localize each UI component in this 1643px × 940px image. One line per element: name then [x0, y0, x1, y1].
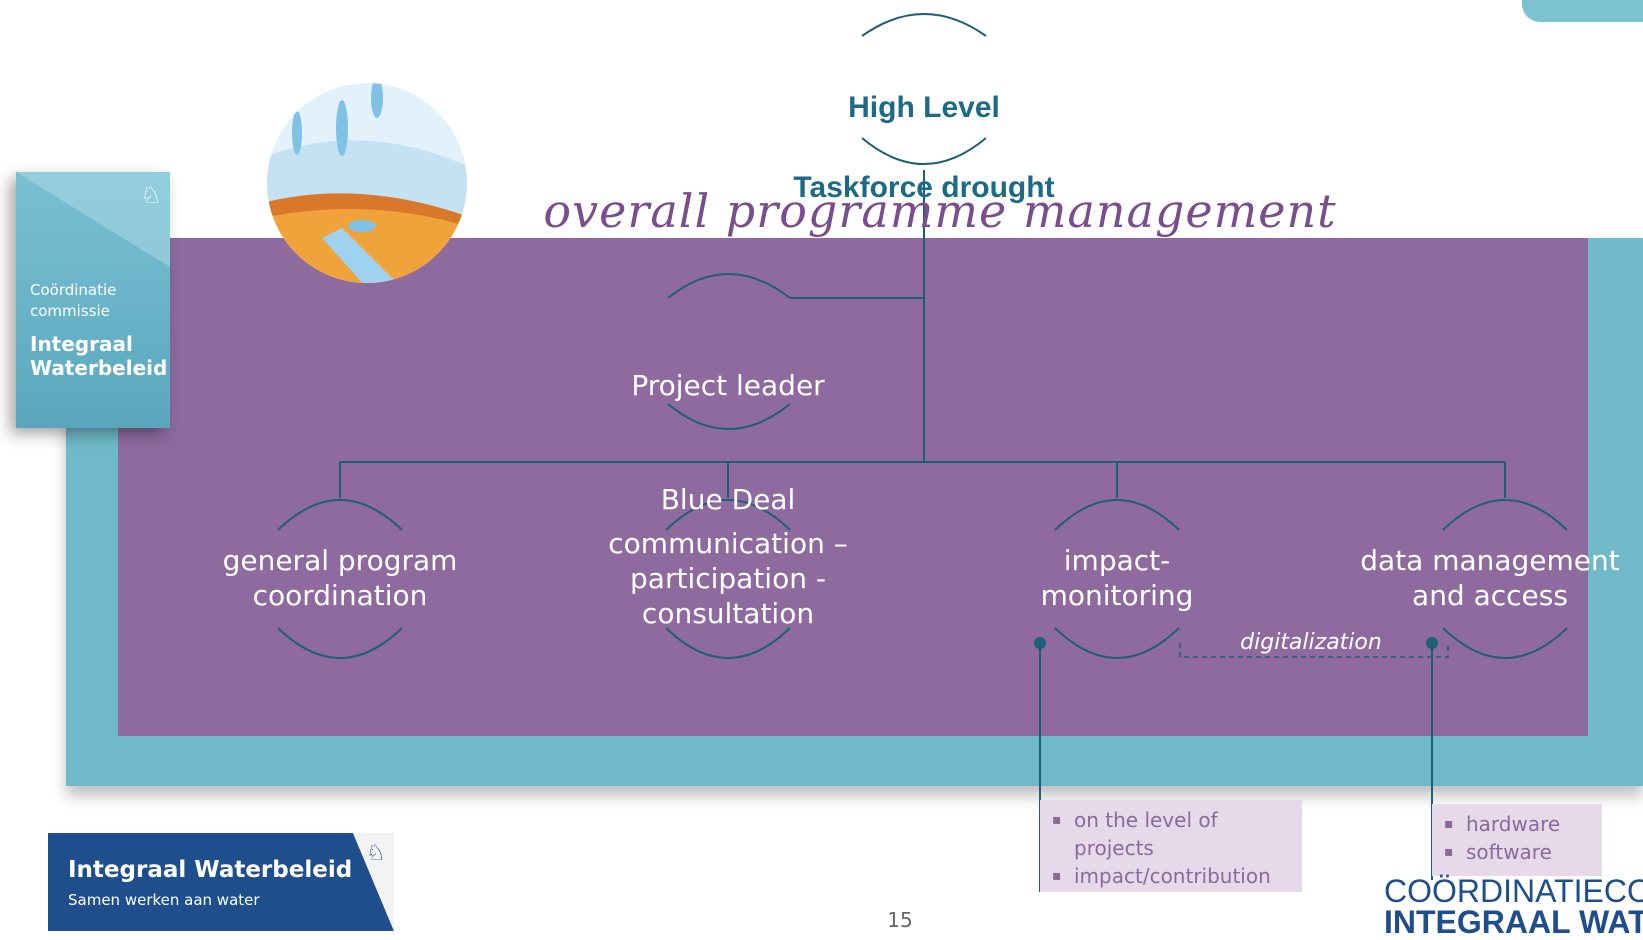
overall-label: overall programme management: [543, 184, 1337, 238]
data-bullets-box: hardware software: [1432, 804, 1602, 876]
side-badge-line2: commissie: [30, 302, 110, 320]
ws3-arc-top: [1054, 499, 1180, 531]
ws1-arc-bottom: [277, 627, 403, 659]
side-badge: ♘ Coördinatie commissie Integraal Waterb…: [16, 172, 170, 428]
digitalization-link: [1179, 643, 1449, 658]
top-node-arc-top: [861, 13, 987, 37]
top-node-line2: Taskforce drought: [793, 171, 1055, 204]
lion-icon: ♘: [366, 841, 386, 866]
corner-decoration: [1522, 0, 1643, 22]
footer-logo-shape: [48, 833, 394, 931]
top-node-line1: High Level: [848, 91, 1000, 124]
project-leader-line1: Project leader: [631, 369, 825, 402]
workstream-general: general program coordination: [222, 544, 458, 612]
side-badge-shape: [16, 172, 170, 267]
workstream-impact: impact- monitoring: [1040, 544, 1194, 612]
ws1-arc-top: [277, 499, 403, 531]
footer-logo-title: Integraal Waterbeleid: [68, 857, 353, 883]
workstream-communication: communication – participation - consulta…: [608, 527, 848, 630]
impact-bullet-1: on the level of projects: [1052, 806, 1292, 862]
impact-bullets-box: on the level of projects impact/contribu…: [1040, 800, 1302, 892]
impact-callout-dot: [1034, 637, 1046, 649]
brand-line2: INTEGRAAL WATE: [1384, 904, 1643, 940]
brand-line1: COÖRDINATIECOM: [1384, 873, 1643, 909]
project-leader-node: Project leader Blue Deal: [578, 300, 878, 585]
ws2-arc-bottom: [665, 627, 791, 659]
workstream-data: data management and access: [1360, 544, 1620, 612]
top-node-title: High Level Taskforce drought: [724, 48, 1124, 248]
project-leader-arc-top: [667, 273, 791, 299]
impact-bullet-2: impact/contribution: [1052, 862, 1292, 890]
footer-logo: ♘ Integraal Waterbeleid Samen werken aan…: [48, 833, 394, 931]
data-bullet-2: software: [1444, 838, 1592, 866]
digitalization-label: digitalization: [1240, 630, 1382, 655]
ws3-arc-bottom: [1054, 627, 1180, 659]
project-leader-line2: Blue Deal: [660, 483, 796, 516]
ws4-arc-top: [1442, 499, 1568, 531]
water-drop-illustration: [267, 83, 467, 283]
top-node-arc-bottom: [861, 137, 987, 165]
side-badge-line3: Integraal: [30, 332, 133, 356]
page-number: 15: [887, 908, 913, 932]
side-badge-line4: Waterbeleid: [30, 356, 168, 380]
data-callout-dot: [1426, 637, 1438, 649]
data-bullet-1: hardware: [1444, 810, 1592, 838]
ws4-arc-bottom: [1442, 627, 1568, 659]
footer-logo-subtitle: Samen werken aan water: [68, 891, 260, 909]
side-badge-line1: Coördinatie: [30, 281, 117, 299]
teal-right-tab: [1590, 628, 1643, 786]
lion-icon: ♘: [140, 181, 162, 209]
project-leader-arc-bottom: [667, 403, 791, 430]
ws2-arc-top: [665, 499, 791, 531]
